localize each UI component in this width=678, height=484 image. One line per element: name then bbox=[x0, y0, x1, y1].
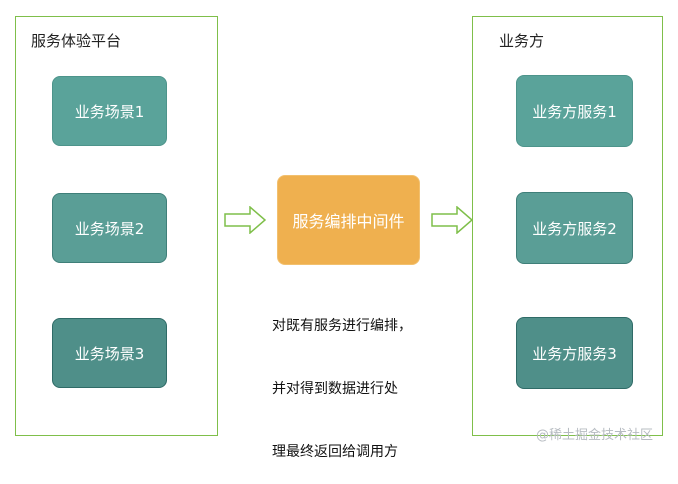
description-line-1: 对既有服务进行编排， bbox=[272, 318, 412, 334]
watermark: @稀土掘金技术社区 bbox=[536, 428, 654, 443]
service-box-1: 业务方服务1 bbox=[516, 75, 633, 147]
right-panel-title: 业务方 bbox=[499, 32, 545, 50]
description-line-3: 理最终返回给调用方 bbox=[272, 444, 398, 460]
scene-box-1: 业务场景1 bbox=[52, 76, 167, 146]
middleware-box: 服务编排中间件 bbox=[277, 175, 420, 265]
description-line-2: 并对得到数据进行处 bbox=[272, 381, 398, 397]
scene-box-3: 业务场景3 bbox=[52, 318, 167, 388]
middleware-description: 对既有服务进行编排， 并对得到数据进行处 理最终返回给调用方 bbox=[272, 274, 412, 484]
left-panel-title: 服务体验平台 bbox=[31, 32, 122, 50]
arrow-right-icon-left bbox=[224, 206, 266, 234]
service-box-2: 业务方服务2 bbox=[516, 192, 633, 264]
arrow-right-icon-right bbox=[431, 206, 473, 234]
scene-box-2: 业务场景2 bbox=[52, 193, 167, 263]
service-box-3: 业务方服务3 bbox=[516, 317, 633, 389]
